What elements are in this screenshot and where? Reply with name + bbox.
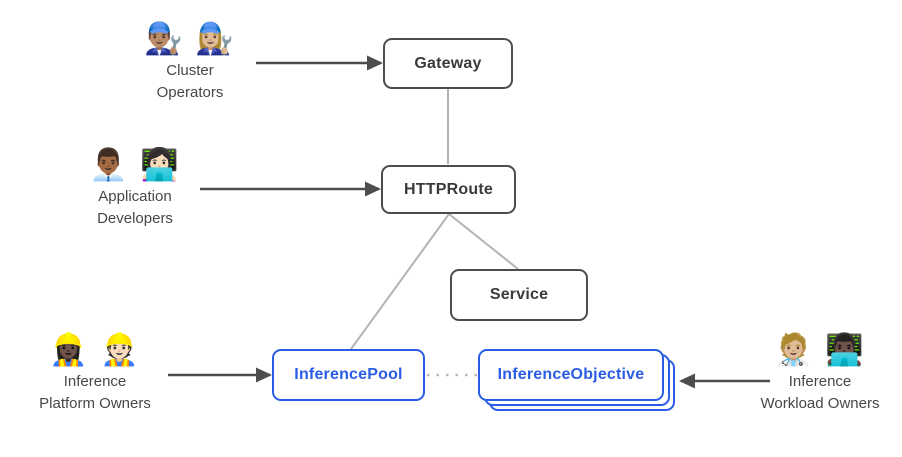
persona-inference-workload-owners-label: Inference Workload Owners [760,373,880,412]
node-service: Service [450,269,588,321]
application-developers-emoji-icon: 👨🏾‍💼 👩🏻‍💻 [89,147,181,182]
persona-cluster-operators: 👨🏽‍🔧 👩🏼‍🔧 Cluster Operators [115,21,265,104]
edge-httproute-inferencepool [350,213,450,350]
node-httproute-label: HTTPRoute [404,180,493,198]
cluster-operators-emoji-icon: 👨🏽‍🔧 👩🏼‍🔧 [144,21,236,56]
persona-inference-platform-owners-label: Inference Platform Owners [39,373,151,412]
persona-application-developers-label: Application Developers [97,188,173,227]
node-inferencepool: InferencePool [272,349,425,401]
inference-workload-owners-emoji-icon: 🧑🏼‍⚕️ 👨🏿‍💻 [774,332,866,367]
persona-inference-workload-owners: 🧑🏼‍⚕️ 👨🏿‍💻 Inference Workload Owners [745,332,895,415]
node-inferencepool-label: InferencePool [294,366,403,383]
persona-inference-platform-owners: 👷🏿‍♀️ 👷🏻 Inference Platform Owners [20,332,170,415]
node-inferenceobjective: InferenceObjective [478,349,664,401]
node-gateway: Gateway [383,38,513,89]
persona-application-developers: 👨🏾‍💼 👩🏻‍💻 Application Developers [60,147,210,230]
node-inferenceobjective-label: InferenceObjective [497,366,645,383]
node-httproute: HTTPRoute [381,165,516,214]
inference-platform-owners-emoji-icon: 👷🏿‍♀️ 👷🏻 [49,332,141,367]
node-gateway-label: Gateway [414,54,482,72]
persona-cluster-operators-label: Cluster Operators [156,62,224,101]
node-service-label: Service [489,286,549,303]
edge-httproute-service [448,213,519,270]
